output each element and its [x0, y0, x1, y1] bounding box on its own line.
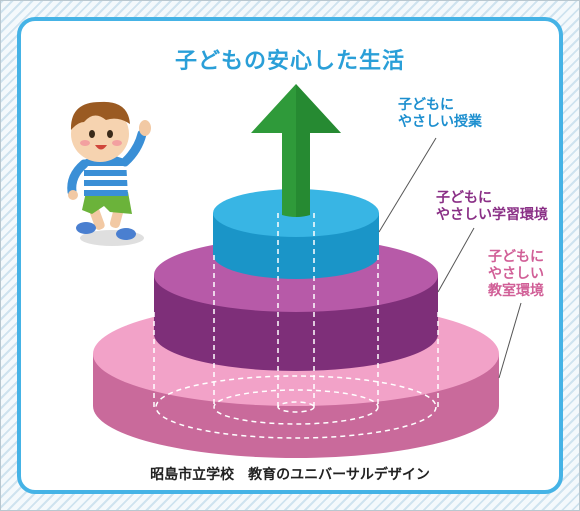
- label-kind-lessons: 子どもに やさしい授業: [398, 97, 482, 130]
- label-leader-lines: [378, 137, 522, 379]
- label-kind-classroom-environment: 子どもに やさしい 教室環境: [488, 249, 544, 299]
- child-illustration-icon: [67, 101, 151, 246]
- label-kind-learning-environment: 子どもに やさしい学習環境: [436, 190, 548, 223]
- dashed-guides: [153, 213, 439, 439]
- up-arrow-icon: [251, 84, 341, 217]
- diagram-title: 子どもの安心した生活: [174, 49, 405, 74]
- footer-caption: 昭島市立学校 教育のユニバーサルデザイン: [150, 467, 430, 483]
